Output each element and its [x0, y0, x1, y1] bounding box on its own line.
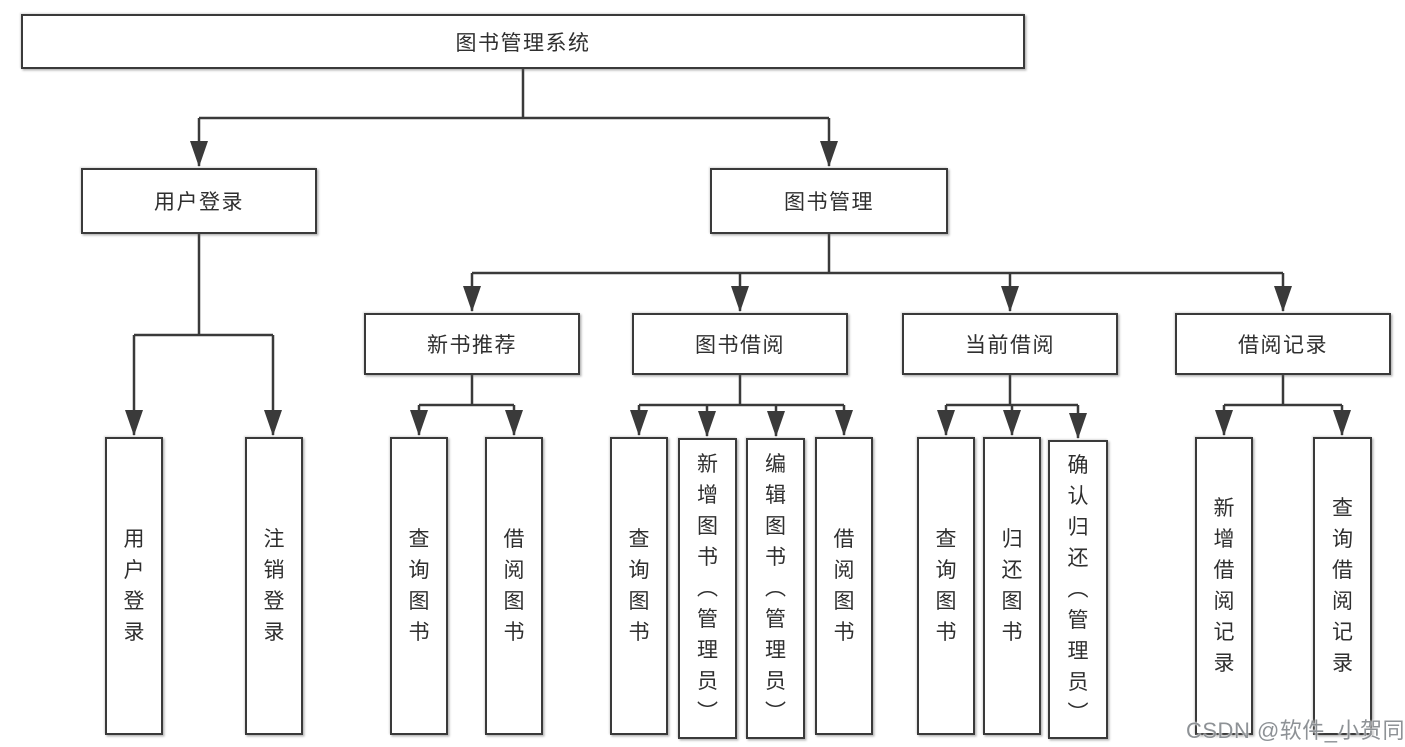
- node-label: 用户登录: [154, 191, 244, 214]
- node-library-management-system: 图书管理系统: [21, 14, 1025, 69]
- node-book-management: 图书管理: [710, 168, 948, 234]
- leaf-current-return-books: 归还图书: [983, 437, 1041, 735]
- leaf-label: 确认归还︵管理员︶: [1067, 454, 1089, 725]
- node-book-borrowing: 图书借阅: [632, 313, 848, 375]
- leaf-label: 编辑图书︵管理员︶: [765, 453, 786, 724]
- leaf-current-confirm-return-admin: 确认归还︵管理员︶: [1048, 440, 1108, 739]
- node-borrowing-records: 借阅记录: [1175, 313, 1391, 375]
- leaf-newbook-borrow-books: 借阅图书: [485, 437, 543, 735]
- node-label: 图书管理系统: [455, 31, 591, 55]
- node-current-borrowing: 当前借阅: [902, 313, 1118, 375]
- leaf-label: 查询借阅记录: [1332, 497, 1353, 675]
- node-label: 图书管理: [784, 191, 874, 214]
- node-label: 借阅记录: [1238, 334, 1328, 357]
- node-new-book-recommend: 新书推荐: [364, 313, 580, 375]
- leaf-label: 注销登录: [263, 528, 285, 644]
- leaf-label: 查询图书: [628, 528, 650, 644]
- leaf-label: 查询图书: [935, 528, 957, 644]
- leaf-borrowing-borrow-books: 借阅图书: [815, 437, 873, 735]
- leaf-current-query-books: 查询图书: [917, 437, 975, 735]
- leaf-label: 借阅图书: [503, 528, 525, 644]
- leaf-newbook-query-books: 查询图书: [390, 437, 448, 735]
- leaf-user-login: 用户登录: [105, 437, 163, 735]
- leaf-borrowing-query-books: 查询图书: [610, 437, 668, 735]
- leaf-label: 归还图书: [1001, 528, 1023, 644]
- leaf-records-add-record: 新增借阅记录: [1195, 437, 1253, 735]
- leaf-label: 用户登录: [123, 528, 145, 644]
- leaf-borrowing-edit-books-admin: 编辑图书︵管理员︶: [746, 438, 805, 739]
- leaf-label: 新增借阅记录: [1213, 497, 1235, 675]
- watermark: CSDN @软件_小贺同学: [1186, 718, 1405, 743]
- leaf-label: 新增图书︵管理员︶: [697, 453, 718, 724]
- leaf-logout: 注销登录: [245, 437, 303, 735]
- node-user-login: 用户登录: [81, 168, 317, 234]
- leaf-label: 借阅图书: [833, 528, 855, 644]
- leaf-records-query-record: 查询借阅记录: [1313, 437, 1372, 735]
- leaf-borrowing-add-books-admin: 新增图书︵管理员︶: [678, 438, 737, 739]
- node-label: 新书推荐: [427, 334, 517, 357]
- node-label: 当前借阅: [965, 334, 1055, 357]
- leaf-label: 查询图书: [408, 528, 430, 644]
- node-label: 图书借阅: [695, 334, 785, 357]
